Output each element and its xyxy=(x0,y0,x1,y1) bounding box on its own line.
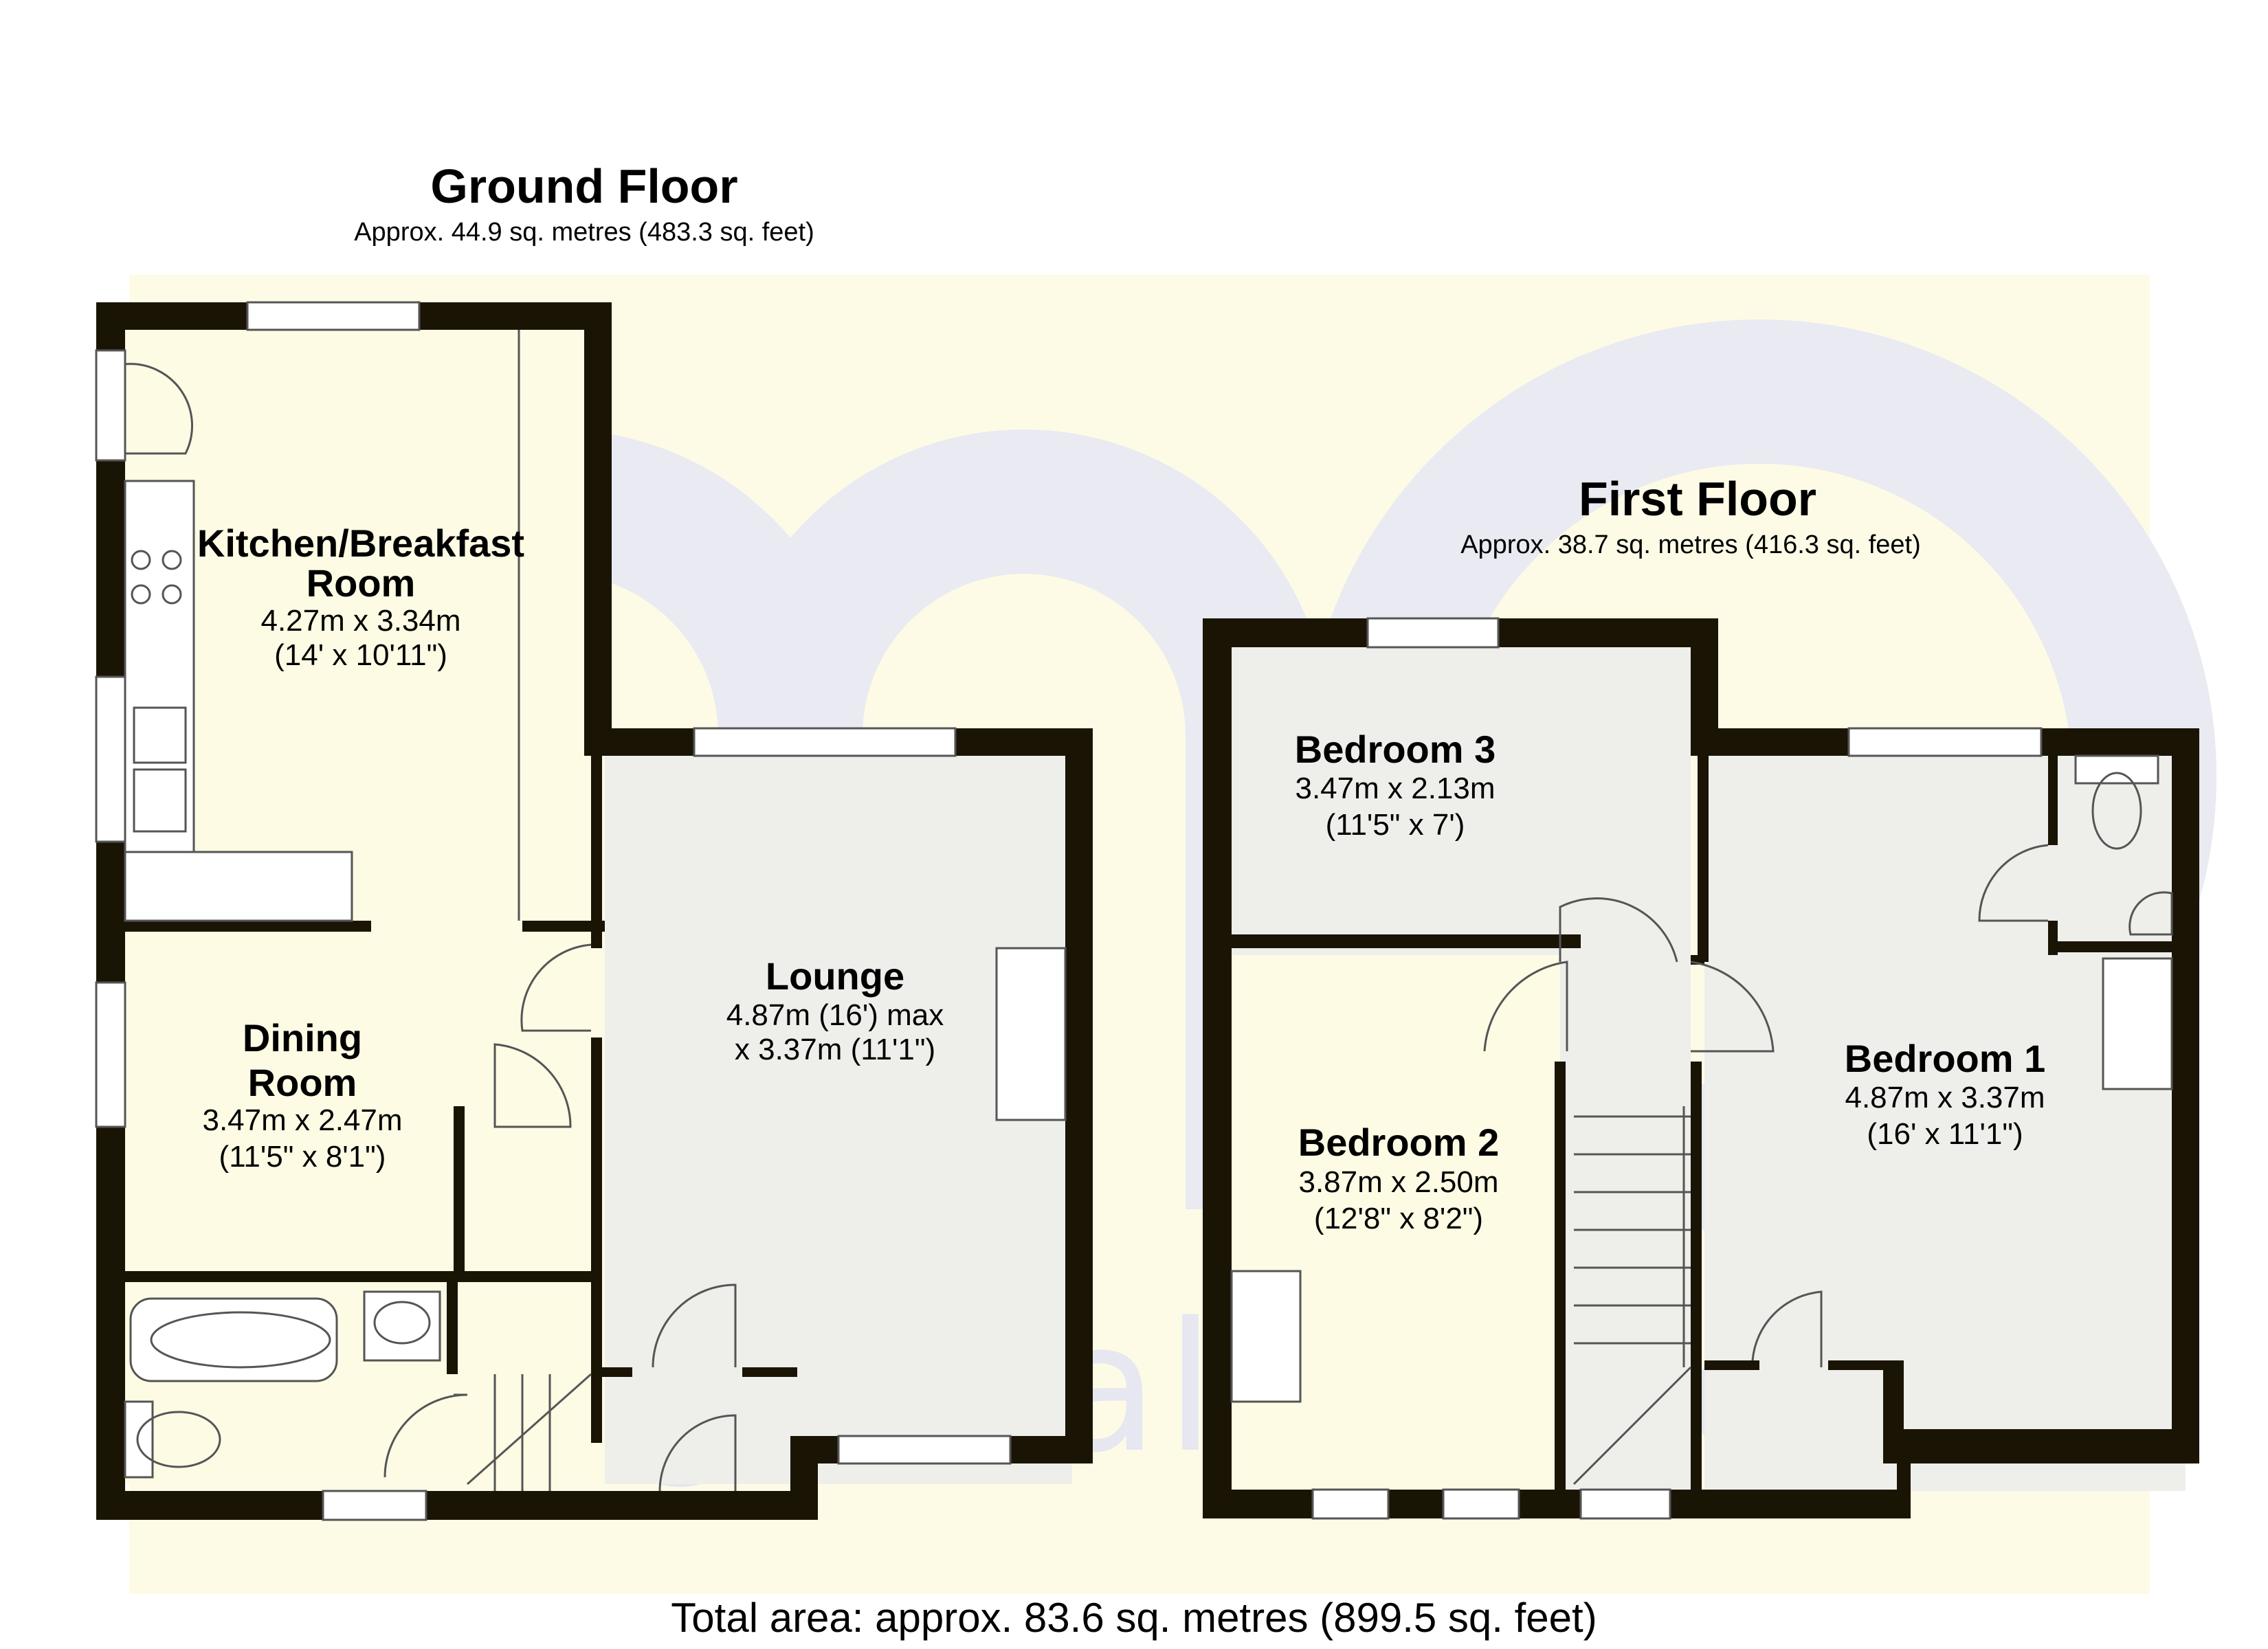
lounge-dim-metric: 4.87m (16') max xyxy=(726,998,944,1032)
bedroom-1-dim-imperial: (16' x 11'1") xyxy=(1867,1117,2023,1151)
ground-floor-area: Approx. 44.9 sq. metres (483.3 sq. feet) xyxy=(354,218,814,247)
first-floor-title: First Floor xyxy=(1579,472,1816,526)
kitchen-dim-imperial: (14' x 10'11") xyxy=(274,638,447,672)
dining-name-1: Dining xyxy=(243,1016,362,1059)
bedroom-2-name: Bedroom 2 xyxy=(1298,1121,1500,1164)
bedroom-3-dim-metric: 3.47m x 2.13m xyxy=(1295,772,1495,805)
lounge-front-window xyxy=(693,727,957,757)
bedroom-1-dim-metric: 4.87m x 3.37m xyxy=(1845,1081,2045,1114)
dining-name-2: Room xyxy=(248,1061,357,1104)
kitchen-window xyxy=(246,301,421,331)
kitchen-name-1: Kitchen/Breakfast xyxy=(197,521,524,565)
bedroom-3-name: Bedroom 3 xyxy=(1295,728,1496,771)
kitchen-name-2: Room xyxy=(307,561,416,605)
ground-floor-title: Ground Floor xyxy=(430,159,737,213)
dining-dim-metric: 3.47m x 2.47m xyxy=(202,1103,402,1137)
total-area: Total area: approx. 83.6 sq. metres (899… xyxy=(671,1595,1597,1641)
dining-dim-imperial: (11'5" x 8'1") xyxy=(219,1140,386,1174)
first-floor-area: Approx. 38.7 sq. metres (416.3 sq. feet) xyxy=(1460,530,1921,559)
bedroom-3-dim-imperial: (11'5" x 7') xyxy=(1326,808,1465,842)
lounge-name: Lounge xyxy=(766,954,904,998)
lounge-dim-imperial: x 3.37m (11'1") xyxy=(735,1033,935,1066)
first-floor-plan xyxy=(1203,617,2199,1520)
lounge-rear-window xyxy=(837,1435,1012,1465)
ground-floor-plan xyxy=(95,301,1093,1521)
kitchen-dim-metric: 4.27m x 3.34m xyxy=(260,604,460,638)
bedroom-2-dim-imperial: (12'8" x 8'2") xyxy=(1314,1202,1483,1235)
bedroom-2-dim-metric: 3.87m x 2.50m xyxy=(1298,1165,1498,1199)
bedroom-1-name: Bedroom 1 xyxy=(1845,1037,2046,1080)
